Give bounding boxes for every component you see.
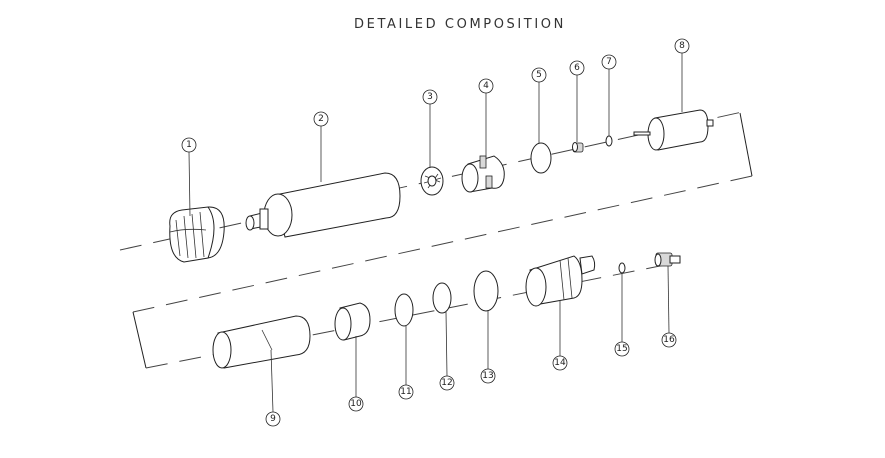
callout-2: 2: [313, 111, 329, 127]
part-impeller-cover: [461, 155, 505, 193]
callout-5: 5: [531, 67, 547, 83]
callout-15: 15: [614, 341, 630, 357]
callout-10: 10: [348, 396, 364, 412]
callout-13: 13: [480, 368, 496, 384]
callout-1: 1: [181, 137, 197, 153]
svg-text:16: 16: [663, 335, 675, 345]
part-washer-15: [618, 262, 626, 274]
svg-text:5: 5: [536, 70, 542, 80]
part-outlet-connector: [525, 255, 596, 307]
svg-text:9: 9: [270, 414, 276, 424]
part-bushing: [572, 142, 584, 153]
part-motor: [633, 109, 714, 151]
part-o-ring-12: [432, 282, 452, 314]
part-pump-body: [245, 172, 401, 238]
callout-7: 7: [601, 54, 617, 70]
frame-right-edge: [739, 112, 753, 177]
part-o-ring-5: [530, 142, 552, 174]
svg-text:13: 13: [482, 371, 493, 381]
callout-11: 11: [398, 384, 414, 400]
middle-axis-line: [132, 175, 753, 313]
svg-text:14: 14: [554, 358, 566, 368]
callout-3: 3: [422, 89, 438, 105]
part-nozzle: [654, 252, 681, 267]
svg-text:8: 8: [679, 41, 685, 51]
svg-text:11: 11: [400, 387, 411, 397]
svg-text:2: 2: [318, 114, 324, 124]
leader-lines: [188, 53, 683, 413]
callout-4: 4: [478, 78, 494, 94]
svg-text:10: 10: [350, 399, 362, 409]
part-washer-7: [605, 135, 613, 147]
diagram-title: DETAILED COMPOSITION: [354, 17, 566, 32]
callout-6: 6: [569, 60, 585, 76]
callout-9: 9: [265, 411, 281, 427]
svg-text:1: 1: [186, 140, 192, 150]
svg-text:4: 4: [483, 81, 489, 91]
callout-12: 12: [439, 375, 455, 391]
part-filter-cap: [169, 206, 225, 263]
part-outer-sleeve: [212, 315, 311, 369]
part-coupling-ring: [334, 302, 371, 341]
part-o-ring-11: [394, 293, 414, 327]
svg-text:6: 6: [574, 63, 580, 73]
callout-16: 16: [661, 332, 677, 348]
svg-text:15: 15: [616, 344, 627, 354]
svg-text:12: 12: [441, 378, 452, 388]
svg-text:3: 3: [427, 92, 433, 102]
frame-left-edge: [132, 311, 147, 369]
part-impeller: [420, 166, 444, 196]
callout-8: 8: [674, 38, 690, 54]
svg-text:7: 7: [606, 57, 612, 67]
callout-14: 14: [552, 355, 568, 371]
part-o-ring-13: [473, 270, 499, 312]
assembly-frame: [119, 111, 753, 369]
